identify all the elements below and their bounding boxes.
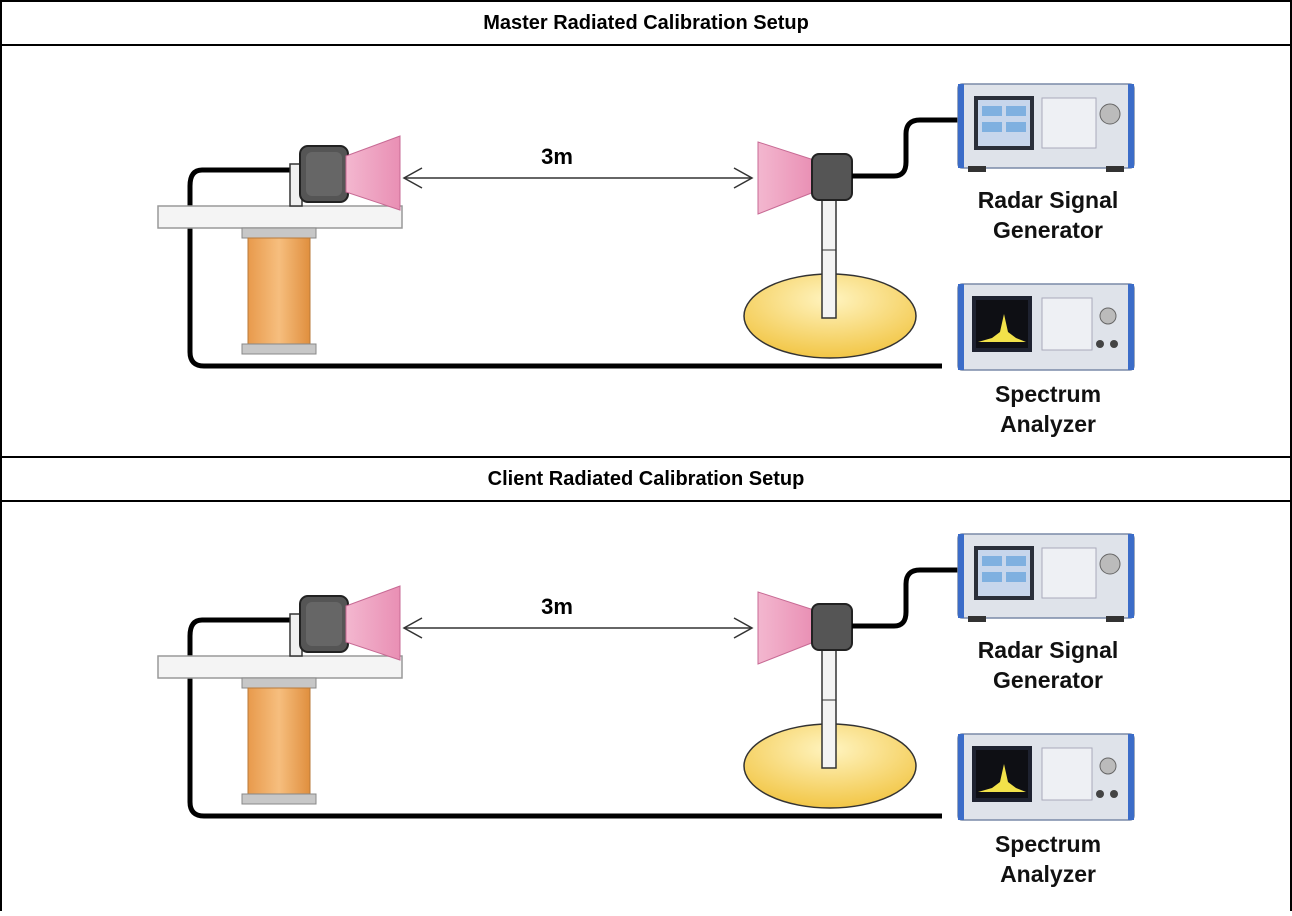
rf-cable-right — [852, 567, 960, 629]
support-cap-top — [241, 677, 317, 689]
right-horn-antenna — [757, 591, 815, 665]
turntable-top — [157, 205, 403, 229]
client-setup-diagram: 3m Radar Signal Generator — [2, 502, 1290, 911]
support-cap-bottom — [241, 793, 317, 805]
section-title-client: Client Radiated Calibration Setup — [0, 456, 1292, 502]
analyzer-label-line1: Spectrum — [995, 831, 1101, 857]
spectrum-analyzer-icon — [957, 283, 1135, 371]
generator-label-line1: Radar Signal — [978, 187, 1119, 213]
generator-label-line2: Generator — [993, 667, 1103, 693]
section-title-master: Master Radiated Calibration Setup — [0, 2, 1292, 46]
rf-cable-left — [187, 167, 942, 369]
analyzer-label-line2: Analyzer — [1000, 411, 1096, 437]
right-horn-antenna — [757, 141, 815, 215]
master-setup-diagram: 3m Radar Signal Generator — [2, 46, 1290, 456]
distance-label: 3m — [541, 144, 573, 169]
signal-generator-icon — [957, 533, 1135, 622]
support-cap-bottom — [241, 343, 317, 355]
generator-label-line1: Radar Signal — [978, 637, 1119, 663]
turntable-top — [157, 655, 403, 679]
client-setup-svg: 3m Radar Signal Generator — [157, 533, 1135, 887]
right-horn-adapter — [811, 153, 853, 201]
support-cap-top — [241, 227, 317, 239]
right-horn-adapter — [811, 603, 853, 651]
master-setup-svg: 3m Radar Signal Generator — [157, 83, 1135, 437]
support-column — [247, 237, 311, 345]
generator-label-line2: Generator — [993, 217, 1103, 243]
distance-label: 3m — [541, 594, 573, 619]
rf-cable-left — [187, 617, 942, 819]
left-horn-antenna — [345, 585, 401, 661]
signal-generator-icon — [957, 83, 1135, 172]
analyzer-label-line2: Analyzer — [1000, 861, 1096, 887]
support-column — [247, 687, 311, 795]
left-horn-antenna — [345, 135, 401, 211]
spectrum-analyzer-icon — [957, 733, 1135, 821]
analyzer-label-line1: Spectrum — [995, 381, 1101, 407]
rf-cable-right — [852, 117, 960, 179]
